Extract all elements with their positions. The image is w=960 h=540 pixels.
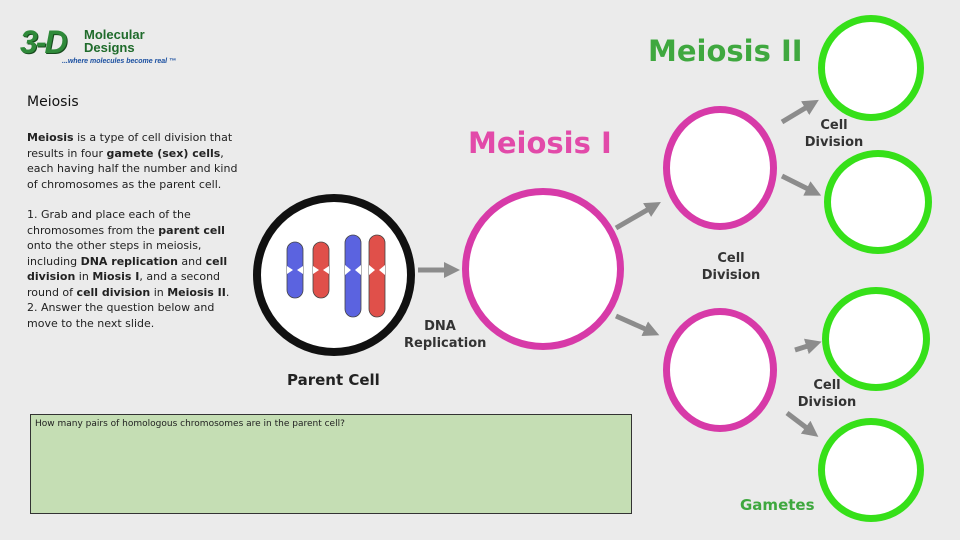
cell-division-label-lower: Cell Division — [796, 377, 858, 411]
instructions-text: Meiosis is a type of cell division that … — [27, 130, 247, 331]
dna-replication-line2: Replication — [404, 336, 487, 351]
text-bold: Miosis I — [92, 270, 140, 283]
step1-paragraph: 1. Grab and place each of the chromosome… — [27, 207, 247, 300]
text-bold: DNA replication — [80, 254, 178, 268]
logo-tagline: ...where molecules become real ™ — [62, 58, 176, 65]
text-run: in — [75, 270, 93, 283]
gamete-cell-1 — [818, 15, 924, 121]
gamete-cell-3 — [822, 287, 930, 391]
text-run: and — [177, 254, 206, 268]
arrow-division-lower — [614, 313, 660, 337]
chromosome-red-large — [368, 234, 386, 318]
text-run: , and a second round of — [27, 270, 221, 299]
chromosomes — [286, 234, 386, 318]
arrow-gamete-1 — [780, 99, 819, 125]
gamete-cell-4 — [818, 418, 924, 522]
parent-cell-label: Parent Cell — [287, 371, 380, 389]
cell-division-line2: Division — [701, 268, 761, 283]
logo-name-line1: Molecular — [84, 27, 145, 42]
sidebar-title: Meiosis — [27, 94, 79, 110]
arrow-division-upper — [614, 201, 661, 231]
meiosis-2-title: Meiosis II — [648, 34, 803, 68]
meiosis-2-cell-lower — [663, 308, 777, 432]
dna-replication-line1: DNA — [424, 319, 456, 334]
text-run: onto the other steps in meiosis, includi… — [27, 239, 202, 268]
cell-division-line1: Cell — [717, 251, 745, 266]
cell-division-line1: Cell — [813, 378, 841, 393]
logo-mark: 3-D — [20, 24, 68, 60]
step2-paragraph: 2. Answer the question below and move to… — [27, 301, 215, 330]
meiosis-2-cell-upper — [663, 106, 777, 230]
arrow-gamete-2 — [780, 173, 822, 196]
cell-division-line2: Division — [804, 135, 864, 150]
logo-name-line2: Designs — [84, 40, 135, 55]
intro-paragraph: Meiosis is a type of cell division that … — [27, 130, 247, 192]
company-logo: 3-D Molecular Designs ...where molecules… — [20, 24, 210, 70]
text-run: . — [225, 285, 230, 299]
text-bold: Meiosis II — [167, 285, 226, 299]
dna-replication-label: DNA Replication — [404, 318, 486, 352]
gamete-cell-2 — [824, 150, 932, 254]
cell-division-label-meiosis1: Cell Division — [700, 250, 762, 284]
text-bold: cell division — [27, 254, 228, 284]
answer-textbox[interactable]: How many pairs of homologous chromosomes… — [30, 414, 632, 514]
question-prompt: How many pairs of homologous chromosomes… — [35, 419, 345, 429]
text-bold: Meiosis — [27, 131, 74, 144]
chromosome-blue-large — [344, 234, 362, 318]
text-bold: parent cell — [158, 223, 225, 237]
cell-division-line1: Cell — [820, 118, 848, 133]
cell-division-line2: Division — [797, 395, 857, 410]
parent-cell — [253, 194, 415, 356]
gametes-label: Gametes — [740, 496, 815, 514]
chromosome-blue-small — [286, 241, 304, 299]
arrow-gamete-3 — [794, 338, 822, 355]
cell-division-label-upper: Cell Division — [803, 117, 865, 151]
arrow-gamete-4 — [785, 411, 819, 437]
meiosis-1-cell — [462, 188, 624, 350]
logo-name: Molecular Designs — [84, 28, 145, 54]
text-run: in — [150, 285, 168, 299]
text-run: is a type of cell division that results … — [27, 131, 233, 160]
text-bold: cell division — [76, 285, 151, 299]
meiosis-1-title: Meiosis I — [468, 126, 612, 160]
text-run: , each having half the number and kind o… — [27, 146, 238, 191]
text-run: 1. Grab and place each of the chromosome… — [27, 208, 191, 237]
text-bold: gamete (sex) cells — [106, 146, 221, 160]
chromosome-red-small — [312, 241, 330, 299]
